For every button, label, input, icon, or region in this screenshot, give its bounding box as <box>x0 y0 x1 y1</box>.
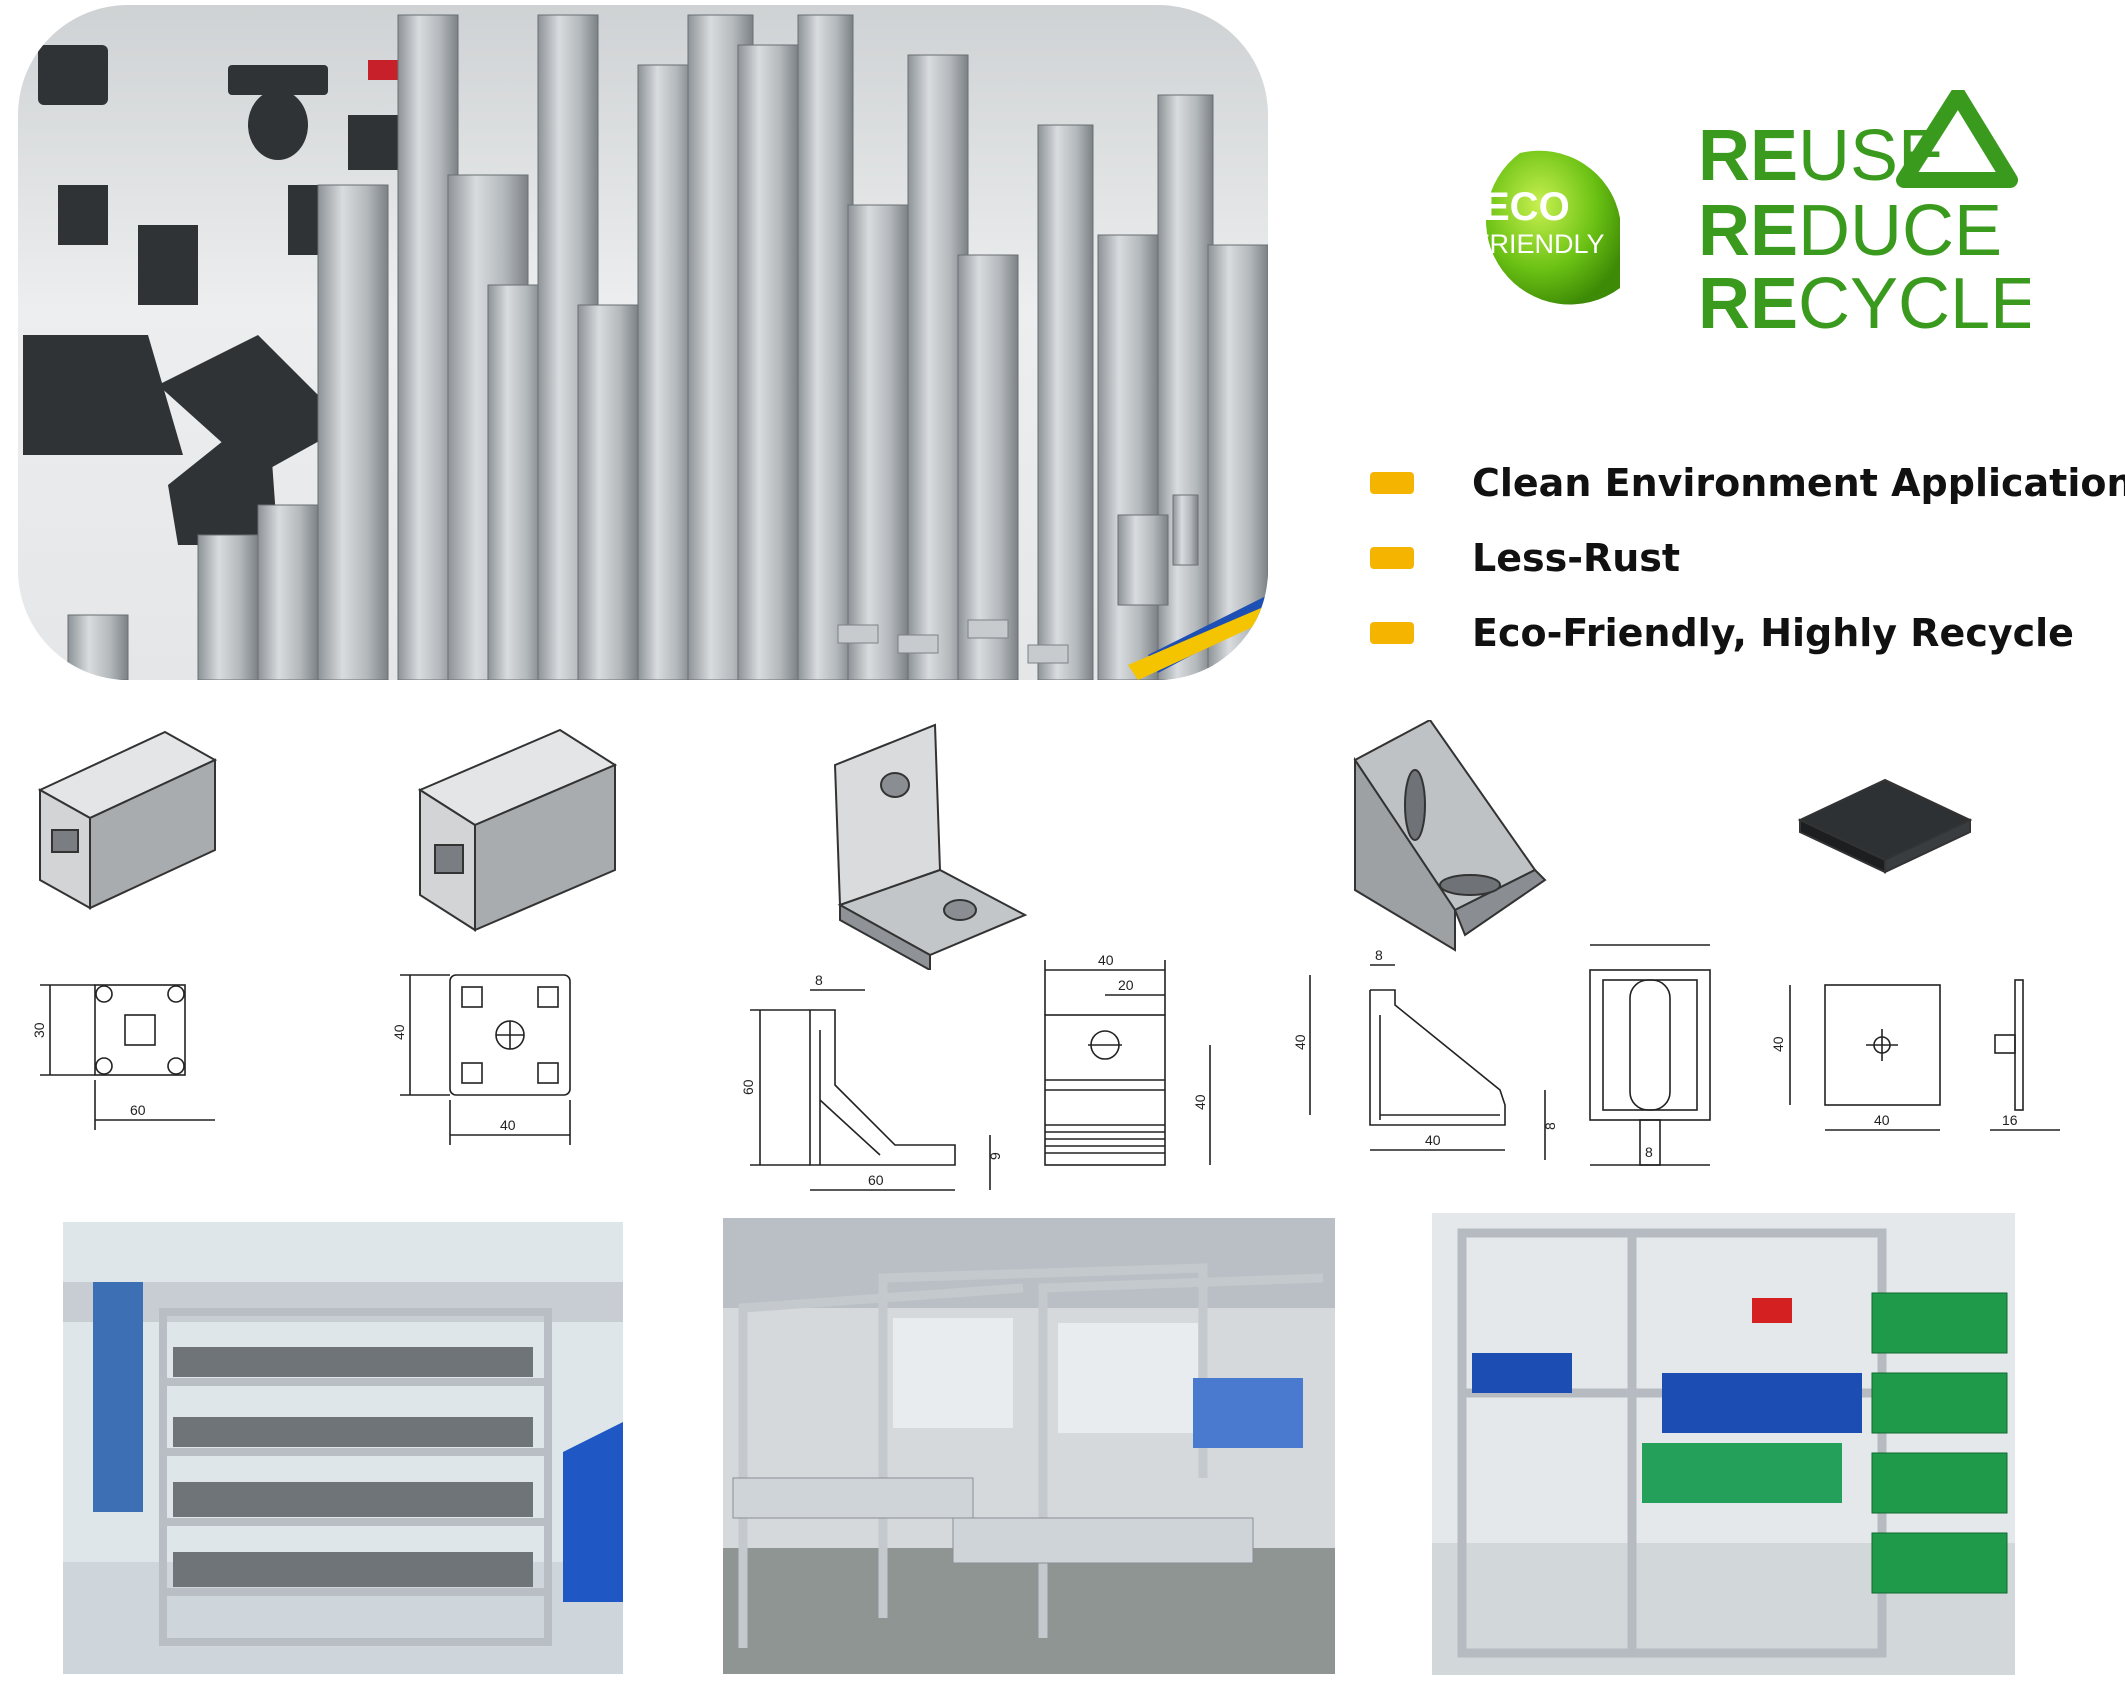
dim-label: 8 <box>815 972 823 988</box>
feature-item: Less-Rust <box>1370 530 2125 605</box>
svg-text:REDUCE: REDUCE <box>1698 191 2002 271</box>
recycle-arrows-icon <box>1896 87 2018 188</box>
profile-3030-3d <box>37 730 218 910</box>
drawing-bracket-40: 8 40 40 8 <box>1292 947 1558 1160</box>
drawing-profile-4040: 40 40 <box>391 974 571 1145</box>
dim-label: 16 <box>2002 1112 2018 1128</box>
feature-label: Eco-Friendly, Highly Recycle <box>1472 611 2074 655</box>
dim-label: 40 <box>1098 952 1114 968</box>
angle-bracket-40-3d <box>1353 720 1547 952</box>
technical-drawings-row: 30 60 40 40 8 60 60 9 <box>31 940 2060 1191</box>
reuse-strong: RE <box>1698 116 1798 196</box>
photo-storage-rack <box>63 1222 623 1674</box>
svg-text:RECYCLE: RECYCLE <box>1698 264 2030 340</box>
eco-friendly-badge: ECO FRIENDLY <box>1435 148 1625 318</box>
angle-bracket-60-3d <box>833 723 1028 970</box>
photo-workbenches <box>723 1218 1335 1674</box>
dim-label: 40 <box>1192 1094 1208 1110</box>
feature-label: Less-Rust <box>1472 536 1681 580</box>
dim-label: 66 <box>1640 940 1656 943</box>
dim-label: 60 <box>868 1172 884 1188</box>
drawing-frame-66: 66 8 <box>1589 940 1711 1166</box>
dim-label: 8 <box>1375 947 1383 963</box>
drawing-bracket-60: 8 60 60 9 <box>740 972 1003 1191</box>
dim-label: 60 <box>740 1079 756 1095</box>
dim-label: 40 <box>500 1117 516 1133</box>
bullet-marker <box>1370 547 1414 569</box>
dim-label: 9 <box>987 1152 1003 1160</box>
dim-label: 40 <box>1770 1036 1786 1052</box>
bullet-marker <box>1370 622 1414 644</box>
eco-badge-line2: FRIENDLY <box>1473 229 1605 259</box>
drawing-profile-3030: 30 60 <box>31 984 215 1130</box>
dim-label: 40 <box>1425 1132 1441 1148</box>
parts-3d-row <box>37 720 1973 970</box>
profile-4040-3d <box>417 728 618 932</box>
dim-label: 40 <box>1292 1034 1308 1050</box>
feature-list: Clean Environment Application Less-Rust … <box>1370 455 2125 680</box>
dim-label: 8 <box>1542 1122 1558 1130</box>
feature-item: Clean Environment Application <box>1370 455 2125 530</box>
dim-label: 60 <box>130 1102 146 1118</box>
drawing-plate-40: 40 20 40 <box>1044 952 1211 1166</box>
dim-label: 30 <box>31 1022 47 1038</box>
recycle-rest: CYCLE <box>1798 264 2030 340</box>
hero-profiles-image <box>18 5 1268 680</box>
reduce-rest: DUCE <box>1798 191 2002 271</box>
dim-label: 40 <box>391 1024 407 1040</box>
reduce-strong: RE <box>1698 191 1798 271</box>
eco-badge-line1: ECO <box>1483 185 1570 229</box>
drawing-end-cap-40: 40 40 16 <box>1770 979 2060 1131</box>
profiles-illustration <box>23 14 1268 680</box>
dim-label: 8 <box>1645 1144 1653 1160</box>
bullet-marker <box>1370 472 1414 494</box>
photo-flow-rack <box>1432 1213 2015 1675</box>
recycle-strong: RE <box>1698 264 1798 340</box>
dim-label: 20 <box>1118 977 1134 993</box>
reuse-reduce-recycle-logo: REUSE REDUCE RECYCLE <box>1690 87 2038 344</box>
feature-item: Eco-Friendly, Highly Recycle <box>1370 605 2125 680</box>
feature-label: Clean Environment Application <box>1472 461 2125 505</box>
end-cap-3d <box>1797 778 1973 874</box>
dim-label: 40 <box>1874 1112 1890 1128</box>
